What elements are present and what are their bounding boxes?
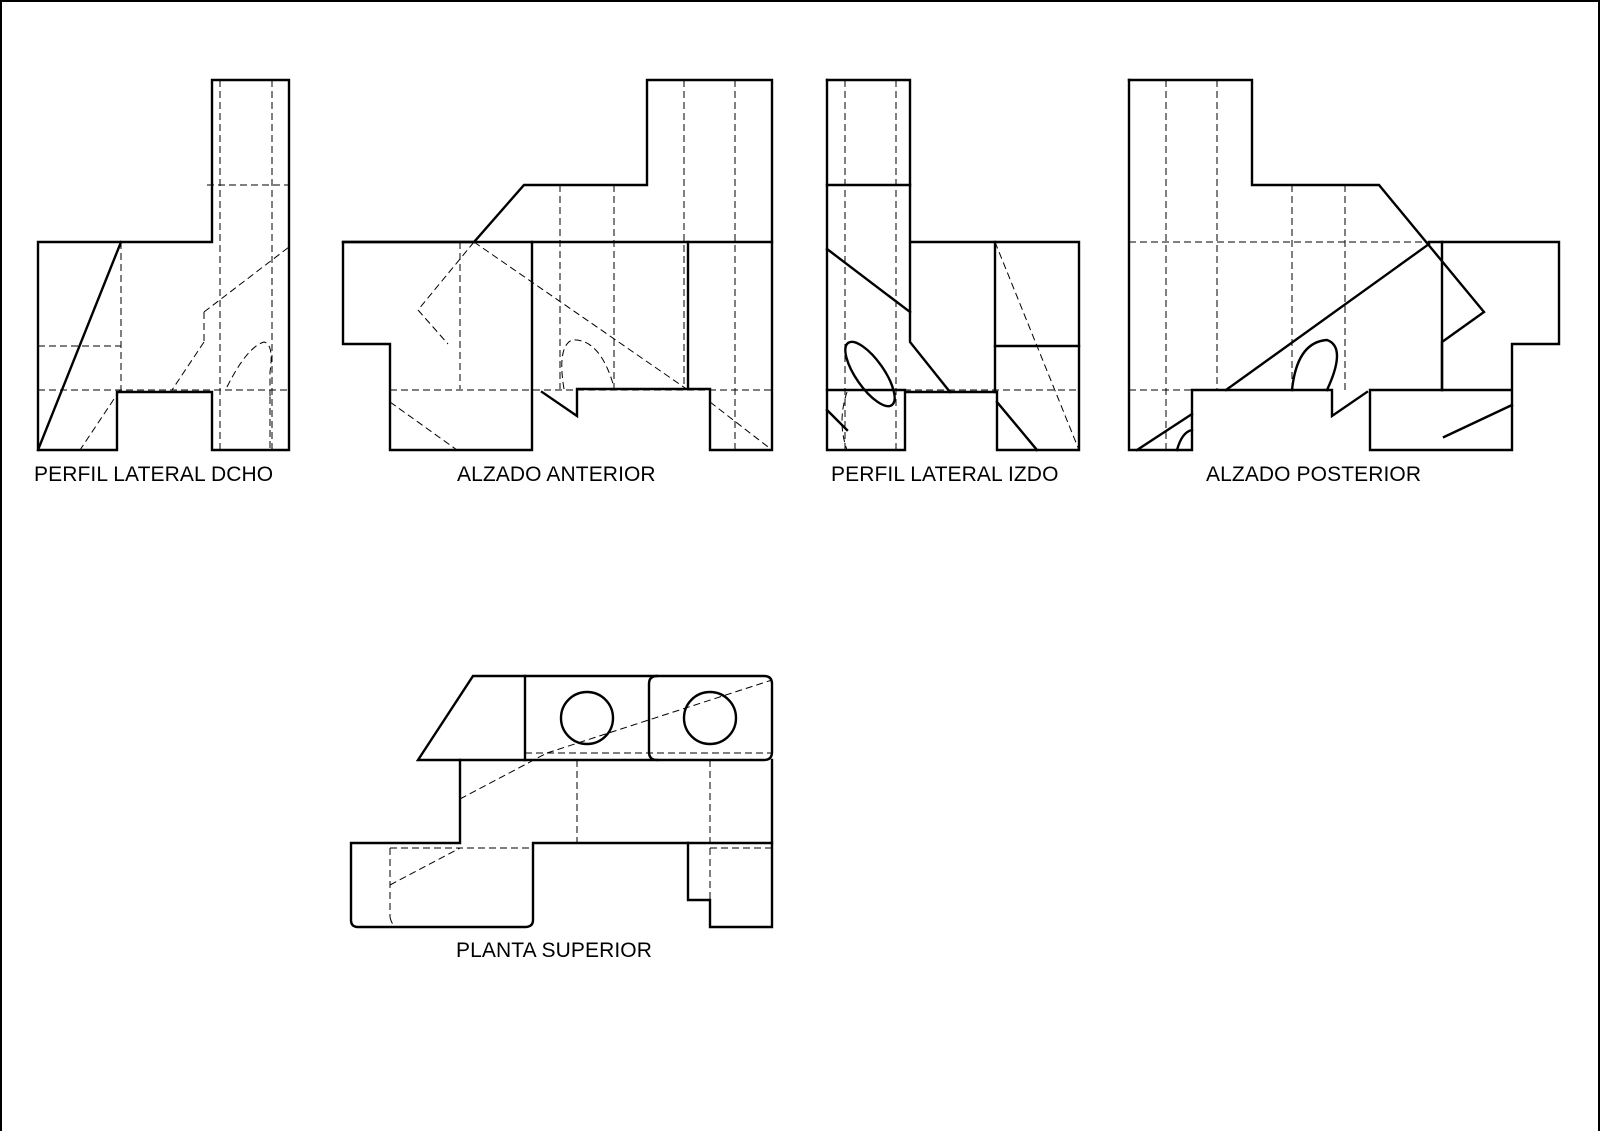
front-elevation-top-profile	[472, 78, 774, 244]
caption-rear-elevation: ALZADO POSTERIOR	[1206, 463, 1422, 486]
top-plan-hole-right	[682, 690, 738, 746]
right-profile-outline	[36, 78, 291, 452]
top-plan-hole-left	[559, 690, 615, 746]
top-plan-middle-outline	[349, 758, 774, 929]
front-elevation-hidden-lines	[389, 80, 773, 451]
left-profile-outline	[825, 78, 1081, 452]
right-profile-slope-edge	[36, 240, 123, 452]
view-right-profile	[36, 78, 291, 452]
caption-right-profile: PERFIL LATERAL DCHO	[34, 463, 274, 486]
rear-elevation-cut	[1135, 412, 1194, 452]
rear-elevation-hole-arc	[1290, 338, 1339, 392]
view-front-elevation	[341, 78, 774, 452]
rear-elevation-slope-edge	[1224, 242, 1431, 392]
left-profile-chamfer	[995, 400, 1039, 452]
rear-elevation-right-block	[1368, 240, 1561, 452]
view-left-profile	[825, 78, 1081, 452]
rear-elevation-small-arc	[1175, 428, 1194, 452]
rear-elevation-chamfer	[1442, 403, 1514, 439]
front-elevation-outline	[341, 240, 534, 452]
caption-left-profile: PERFIL LATERAL IZDO	[831, 463, 1059, 486]
top-plan-upper-outline	[415, 674, 774, 762]
view-top-plan	[349, 674, 774, 929]
rear-elevation-hidden-lines	[1129, 80, 1559, 450]
front-elevation-right-block	[530, 240, 774, 452]
top-plan-divider-right	[647, 674, 659, 762]
left-profile-hidden-lines	[827, 80, 1080, 451]
right-profile-hidden-lines	[38, 80, 290, 451]
caption-front-elevation: ALZADO ANTERIOR	[457, 463, 656, 486]
rear-elevation-left-edge	[1127, 78, 1369, 452]
caption-top-plan: PLANTA SUPERIOR	[456, 939, 652, 962]
rear-elevation-outline	[1127, 78, 1486, 392]
view-rear-elevation	[1127, 78, 1561, 452]
left-profile-cut	[825, 408, 849, 432]
left-profile-base	[825, 78, 952, 452]
top-plan-hidden-lines	[389, 679, 773, 928]
left-profile-slope-edge	[825, 247, 912, 314]
left-profile-hole-ellipse	[844, 340, 896, 408]
